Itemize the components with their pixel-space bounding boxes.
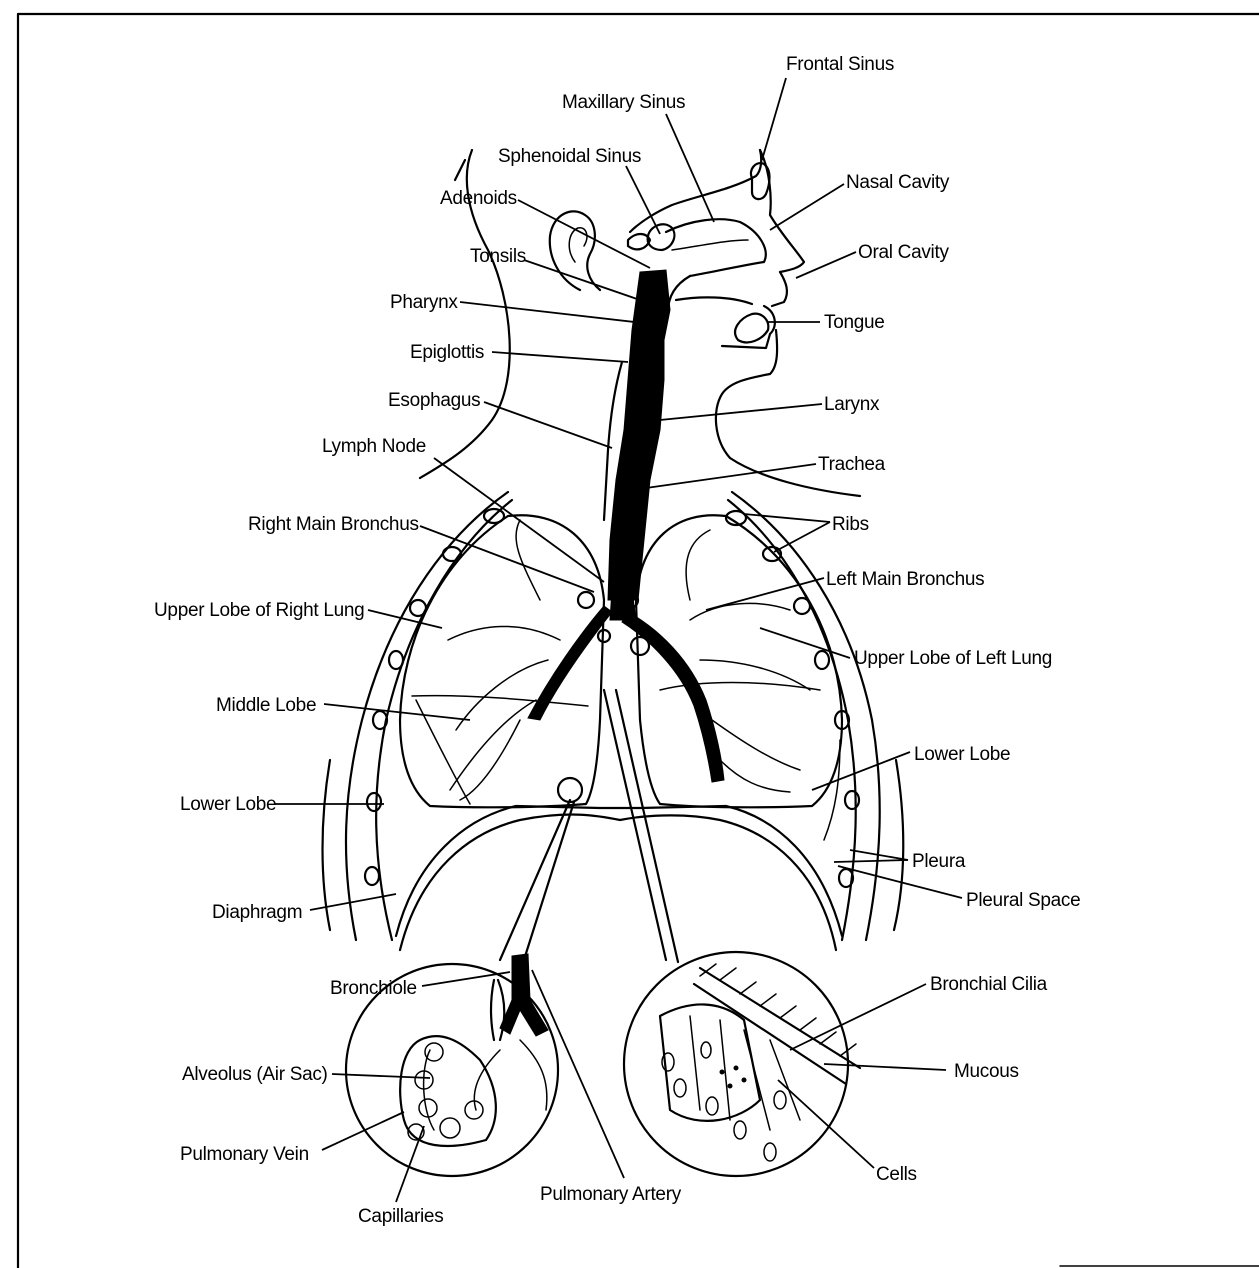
label-lymph-node: Lymph Node xyxy=(322,436,426,457)
label-alveolus: Alveolus (Air Sac) xyxy=(182,1064,328,1085)
label-pulmonary-vein: Pulmonary Vein xyxy=(180,1144,309,1165)
label-esophagus: Esophagus xyxy=(388,390,480,411)
label-maxillary-sinus: Maxillary Sinus xyxy=(562,92,685,113)
label-lower-lobe-left: Lower Lobe xyxy=(914,744,1010,765)
label-upper-lobe-right-lung: Upper Lobe of Right Lung xyxy=(154,600,364,621)
label-oral-cavity: Oral Cavity xyxy=(858,242,949,263)
label-upper-lobe-left-lung: Upper Lobe of Left Lung xyxy=(854,648,1052,669)
label-pulmonary-artery: Pulmonary Artery xyxy=(540,1184,682,1205)
label-pleural-space: Pleural Space xyxy=(966,890,1080,911)
label-capillaries: Capillaries xyxy=(358,1206,443,1227)
label-left-main-bronchus: Left Main Bronchus xyxy=(826,569,984,590)
label-tonsils: Tonsils xyxy=(470,246,526,267)
label-epiglottis: Epiglottis xyxy=(410,342,484,363)
label-adenoids: Adenoids xyxy=(440,188,517,209)
label-tongue: Tongue xyxy=(824,312,885,333)
label-nasal-cavity: Nasal Cavity xyxy=(846,172,950,193)
label-cells: Cells xyxy=(876,1164,917,1185)
label-trachea: Trachea xyxy=(818,454,886,475)
label-middle-lobe: Middle Lobe xyxy=(216,695,316,716)
label-larynx: Larynx xyxy=(824,394,880,415)
label-right-main-bronchus: Right Main Bronchus xyxy=(248,514,419,535)
label-bronchiole: Bronchiole xyxy=(330,978,417,999)
cilia-inset xyxy=(604,690,860,1176)
label-sphenoidal-sinus: Sphenoidal Sinus xyxy=(498,146,641,167)
label-pharynx: Pharynx xyxy=(390,292,458,313)
labels: Frontal Sinus Maxillary Sinus Sphenoidal… xyxy=(154,54,1080,1227)
label-bronchial-cilia: Bronchial Cilia xyxy=(930,974,1048,995)
label-frontal-sinus: Frontal Sinus xyxy=(786,54,894,75)
label-mucous: Mucous xyxy=(954,1061,1019,1082)
label-ribs: Ribs xyxy=(832,514,869,535)
label-lower-lobe-right: Lower Lobe xyxy=(180,794,276,815)
label-diaphragm: Diaphragm xyxy=(212,902,302,923)
label-pleura: Pleura xyxy=(912,851,966,872)
